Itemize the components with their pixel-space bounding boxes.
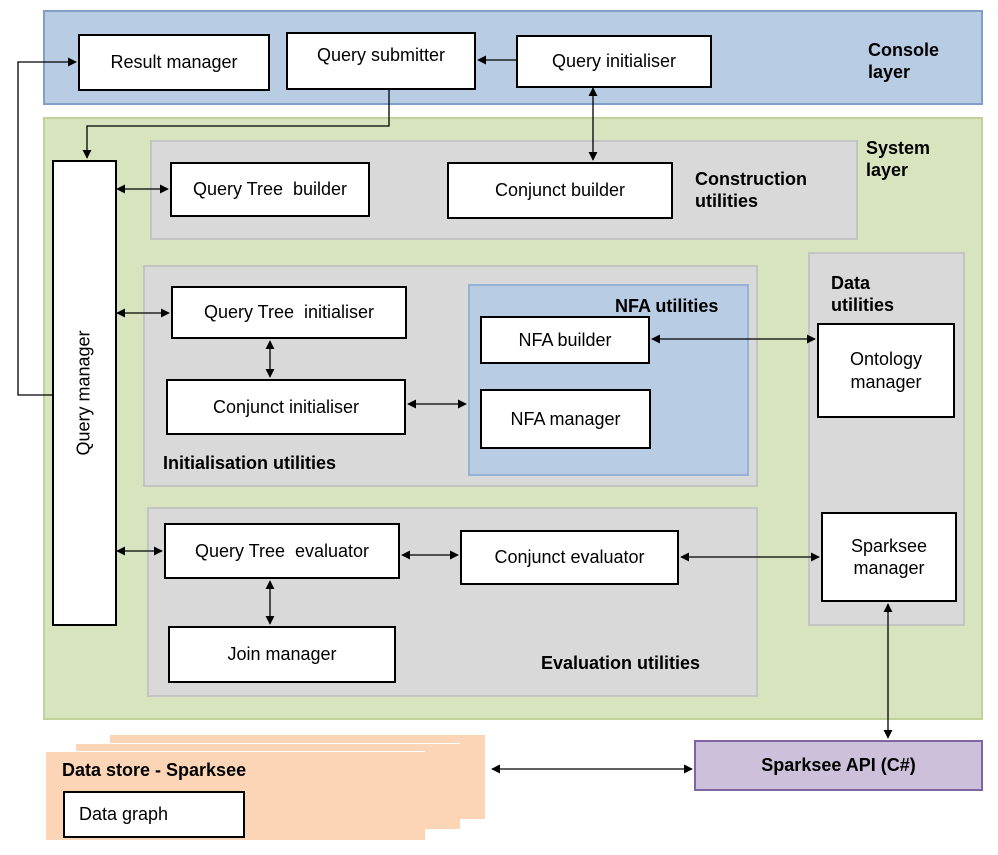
arrow-query-submitter-to-query-manager — [82, 90, 390, 159]
nfa-builder-label: NFA builder — [518, 329, 612, 350]
data-utilities-label: Data utilities — [831, 273, 895, 315]
result-manager-box: Result manager — [78, 34, 270, 91]
query-submitter-box: Query submitter — [286, 32, 476, 90]
result-manager-label: Result manager — [110, 52, 238, 73]
query-tree-builder-box: Query Tree builder — [170, 162, 370, 217]
data-graph-box: Data graph — [63, 791, 245, 838]
system-layer-label: System layer — [866, 138, 931, 180]
conjunct-evaluator-box: Conjunct evaluator — [460, 530, 679, 585]
initialisation-utilities-label: Initialisation utilities — [163, 453, 337, 473]
nfa-utilities-label: NFA utilities — [615, 296, 719, 316]
conjunct-initialiser-box: Conjunct initialiser — [166, 379, 406, 435]
console-layer-label: Console layer — [868, 40, 940, 82]
data-graph-label: Data graph — [79, 804, 169, 825]
join-manager-label: Join manager — [227, 644, 337, 665]
nfa-builder-box: NFA builder — [480, 316, 650, 364]
ontology-manager-label: Ontology manager — [849, 349, 923, 392]
sparksee-api-box: Sparksee API (C#) — [694, 740, 983, 791]
arrow-query-manager-to-result-manager — [17, 57, 77, 396]
query-tree-evaluator-box: Query Tree evaluator — [164, 523, 400, 579]
conjunct-evaluator-label: Conjunct evaluator — [494, 547, 645, 568]
data-store-label: Data store - Sparksee — [62, 760, 247, 780]
sparksee-manager-label: Sparksee manager — [850, 535, 928, 579]
nfa-manager-label: NFA manager — [510, 408, 621, 429]
sparksee-api-label: Sparksee API (C#) — [761, 755, 916, 775]
construction-utilities-label: Construction utilities — [695, 169, 807, 211]
query-initialiser-label: Query initialiser — [551, 51, 677, 72]
query-submitter-label: Query submitter — [316, 45, 446, 65]
ontology-manager-box: Ontology manager — [817, 323, 955, 418]
evaluation-utilities-label: Evaluation utilities — [541, 653, 701, 673]
query-tree-initialiser-box: Query Tree initialiser — [171, 286, 407, 339]
query-tree-builder-label: Query Tree builder — [192, 179, 348, 200]
conjunct-builder-box: Conjunct builder — [447, 162, 673, 219]
join-manager-box: Join manager — [168, 626, 396, 683]
query-initialiser-box: Query initialiser — [516, 35, 712, 88]
query-manager-box — [52, 160, 117, 626]
conjunct-builder-label: Conjunct builder — [494, 180, 626, 201]
sparksee-manager-box: Sparksee manager — [821, 512, 957, 602]
query-tree-initialiser-label: Query Tree initialiser — [203, 302, 375, 323]
query-tree-evaluator-label: Query Tree evaluator — [194, 540, 370, 561]
conjunct-initialiser-label: Conjunct initialiser — [212, 396, 360, 417]
nfa-manager-box: NFA manager — [480, 389, 651, 449]
